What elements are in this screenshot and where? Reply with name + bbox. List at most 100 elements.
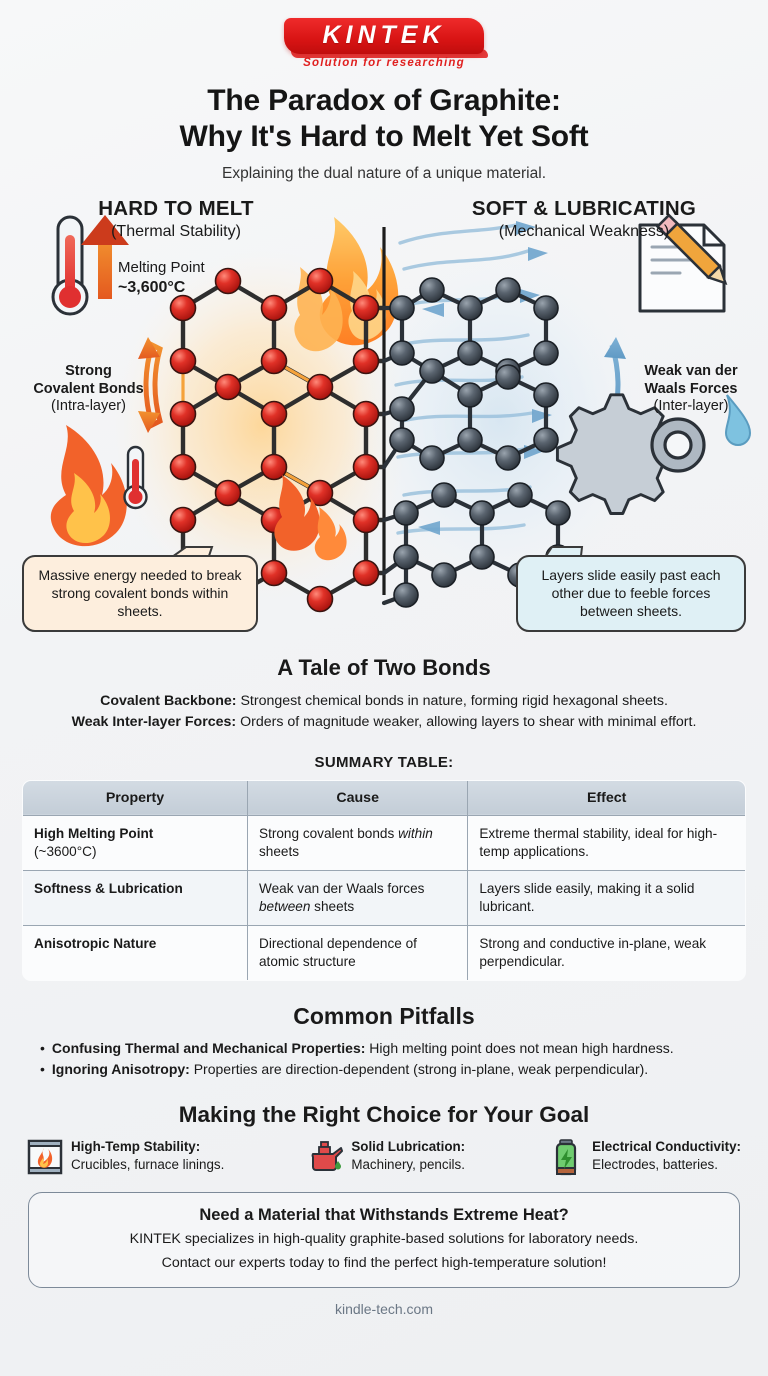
oil-can-icon: [311, 1141, 344, 1172]
vdw-label-line1: Weak van der: [644, 363, 738, 379]
summary-table-title: SUMMARY TABLE:: [314, 753, 454, 771]
choices-row: High-Temp Stability: Crucibles, furnace …: [27, 1138, 741, 1176]
summary-table: Property Cause Effect High Melting Point…: [22, 779, 746, 982]
flame-icon: [50, 425, 127, 547]
column-header-cause: Cause: [247, 780, 469, 816]
pitfall-term-1: Confusing Thermal and Mechanical Propert…: [51, 1040, 366, 1057]
choices-heading: Making the Right Choice for Your Goal: [178, 1102, 590, 1128]
choice-title-2: Solid Lubrication:: [351, 1139, 466, 1155]
covalent-double-arrow-icon: [138, 337, 163, 433]
cell-cause: Weak van der Waals forces between sheets: [247, 870, 469, 926]
cta-line-2: Contact our experts today to find the pe…: [161, 1255, 607, 1272]
covalent-label-sub: (Intra-layer): [51, 398, 126, 415]
pitfall-term-2: Ignoring Anisotropy:: [51, 1061, 190, 1078]
right-callout: Layers slide easily past each other due …: [516, 555, 746, 633]
table-header-row: Property Cause Effect: [23, 780, 745, 816]
left-callout: Massive energy needed to break strong co…: [22, 555, 258, 633]
left-atoms: [169, 267, 380, 613]
tale-point-2-text: Orders of magnitude weaker, allowing lay…: [236, 714, 697, 731]
table-row: Anisotropic Nature Directional dependenc…: [23, 925, 745, 981]
cta-heading: Need a Material that Withstands Extreme …: [199, 1206, 569, 1225]
cta-line-1: KINTEK specializes in high-quality graph…: [129, 1231, 639, 1248]
choice-text-1: High-Temp Stability: Crucibles, furnace …: [71, 1138, 224, 1174]
choice-desc-2: Machinery, pencils.: [351, 1157, 465, 1173]
thermometer-icon: [51, 215, 89, 316]
property-title: Anisotropic Nature: [34, 935, 157, 951]
covalent-label-line1: Strong: [65, 363, 112, 379]
logo-header: KINTEK Solution for researching: [0, 0, 768, 69]
cause-pre: Weak van der Waals forces: [259, 880, 425, 896]
cause-pre: Directional dependence of atomic structu…: [259, 935, 417, 969]
tale-point-2-term: Weak Inter-layer Forces:: [71, 714, 237, 731]
melting-point-value: ~3,600°C: [118, 278, 186, 296]
choice-text-3: Electrical Conductivity: Electrodes, bat…: [592, 1138, 741, 1174]
cause-post: sheets: [310, 898, 355, 914]
cell-effect: Strong and conductive in-plane, weak per…: [479, 935, 707, 969]
flow-arrowheads: [418, 221, 552, 535]
list-item: • Ignoring Anisotropy: Properties are di…: [22, 1059, 746, 1080]
cell-effect: Layers slide easily, making it a solid l…: [467, 870, 745, 926]
cell-property: High Melting Point (~3600°C): [23, 815, 248, 871]
battery-bolt-icon: [556, 1139, 577, 1176]
left-heading-text: HARD TO MELT: [98, 197, 254, 220]
up-arrow-icon: [81, 215, 129, 299]
graphite-diagram: HARD TO MELT (Thermal Stability) SOFT & …: [0, 195, 768, 655]
cell-cause: Strong covalent bonds within sheets: [247, 815, 469, 871]
diagram-canvas: [50, 213, 752, 613]
cause-emphasis: between: [259, 898, 311, 914]
cool-glow: [350, 245, 650, 595]
title-line-2: Why It's Hard to Melt Yet Soft: [179, 120, 589, 153]
tale-point-1: Covalent Backbone: Strongest chemical bo…: [0, 691, 768, 712]
pitfall-text-2: Ignoring Anisotropy: Properties are dire…: [52, 1059, 648, 1080]
pitfalls-heading: Common Pitfalls: [293, 1003, 475, 1030]
cell-property: Softness & Lubrication: [23, 870, 248, 926]
melting-point-caption: Melting Point: [118, 259, 205, 276]
covalent-label-line2: Covalent Bonds: [33, 380, 144, 397]
cause-emphasis: within: [398, 825, 433, 841]
column-header-property: Property: [23, 780, 248, 816]
logo-wordmark: KINTEK: [322, 21, 446, 49]
column-header-effect: Effect: [467, 780, 745, 816]
logo-tagline: Solution for researching: [303, 57, 465, 69]
pitfalls-list: • Confusing Thermal and Mechanical Prope…: [22, 1038, 746, 1080]
tale-point-1-text: Strongest chemical bonds in nature, form…: [236, 693, 668, 709]
tale-points: Covalent Backbone: Strongest chemical bo…: [0, 691, 768, 734]
left-subheading-text: (Thermal Stability): [111, 223, 241, 240]
tale-point-1-term: Covalent Backbone:: [100, 693, 237, 709]
pitfall-desc-2: Properties are direction-dependent (stro…: [189, 1061, 649, 1078]
pencil-note-icon: [638, 213, 728, 313]
logo-badge: KINTEK: [284, 18, 488, 58]
title-line-1: The Paradox of Graphite:: [207, 84, 561, 117]
cell-cause: Directional dependence of atomic structu…: [247, 925, 469, 981]
cta-box[interactable]: Need a Material that Withstands Extreme …: [28, 1192, 740, 1289]
tale-heading: A Tale of Two Bonds: [277, 655, 491, 680]
pitfall-text-1: Confusing Thermal and Mechanical Propert…: [52, 1038, 674, 1059]
right-heading-text: SOFT & LUBRICATING: [471, 197, 697, 220]
choice-text-2: Solid Lubrication: Machinery, pencils.: [351, 1138, 465, 1174]
cause-post: sheets: [259, 843, 300, 859]
cell-effect: Extreme thermal stability, ideal for hig…: [467, 815, 745, 871]
right-subheading-text: (Mechanical Weakness): [498, 223, 670, 240]
pitfall-desc-1: High melting point does not mean high ha…: [365, 1040, 674, 1057]
page-subtitle: Explaining the dual nature of a unique m…: [222, 165, 546, 182]
choice-title-3: Electrical Conductivity:: [592, 1139, 741, 1155]
page-title: The Paradox of Graphite: Why It's Hard t…: [0, 83, 768, 155]
furnace-flame-icon: [27, 1139, 63, 1175]
footer-site-link[interactable]: kindle-tech.com: [334, 1301, 434, 1318]
cause-pre: Strong covalent bonds: [259, 825, 399, 841]
cell-property: Anisotropic Nature: [23, 925, 248, 981]
melting-point-label: Melting Point ~3,600°C: [118, 258, 205, 298]
left-lattice: [169, 267, 387, 613]
table-row: Softness & Lubrication Weak van der Waal…: [23, 870, 745, 926]
kintek-logo[interactable]: KINTEK Solution for researching: [284, 18, 488, 69]
tale-point-2: Weak Inter-layer Forces: Orders of magni…: [0, 712, 768, 733]
choice-high-temp: High-Temp Stability: Crucibles, furnace …: [27, 1138, 224, 1176]
bullet-icon: •: [40, 1061, 45, 1078]
property-sub: (~3600°C): [34, 843, 97, 859]
list-item: • Confusing Thermal and Mechanical Prope…: [22, 1038, 746, 1059]
property-title: High Melting Point: [34, 825, 154, 841]
vdw-label-sub: (Inter-layer): [653, 398, 729, 415]
gear-droplet-icon: [555, 393, 752, 515]
choice-desc-1: Crucibles, furnace linings.: [71, 1157, 225, 1173]
vdw-force-label: Weak van der Waals Forces (Inter-layer): [626, 363, 756, 416]
